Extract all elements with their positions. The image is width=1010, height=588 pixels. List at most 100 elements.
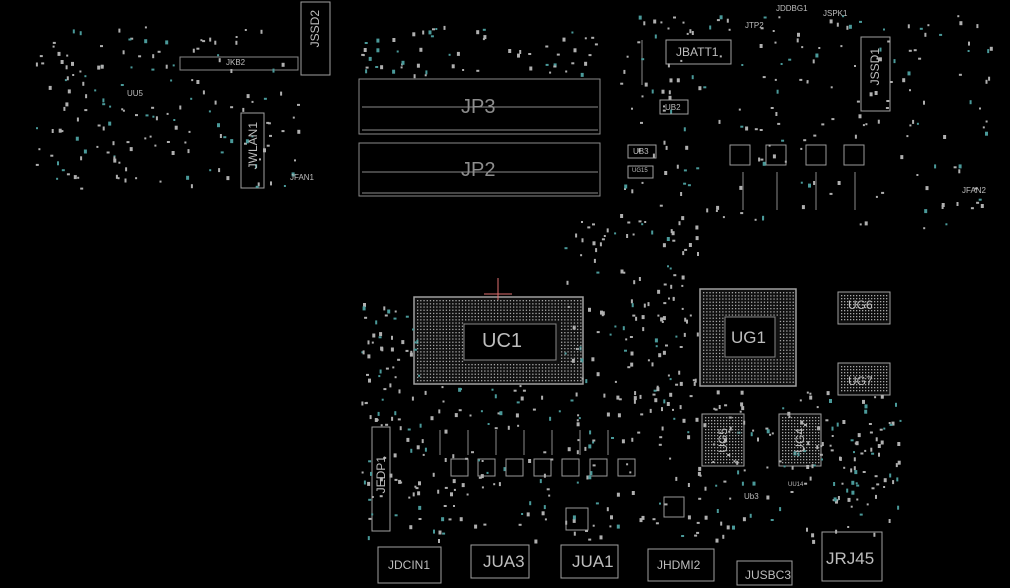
bga-ball	[461, 325, 464, 327]
bga-ball	[783, 368, 785, 371]
bga-ball	[853, 304, 855, 306]
bga-ball	[564, 335, 566, 337]
uu14-label: UU14	[788, 482, 804, 488]
bga-ball	[493, 319, 496, 321]
pcb-speck	[124, 178, 127, 183]
bga-ball	[545, 306, 547, 308]
bga-ball	[732, 429, 734, 431]
bga-ball	[439, 316, 441, 318]
bga-ball	[812, 447, 814, 449]
bga-ball	[564, 312, 566, 315]
bga-ball	[792, 381, 794, 383]
bga-ball	[551, 364, 553, 366]
bga-ball	[706, 317, 708, 319]
pcb-speck	[190, 184, 193, 189]
pcb-speck	[565, 70, 568, 73]
bga-ball	[570, 370, 572, 372]
pcb-speck	[759, 129, 763, 131]
pcb-speck	[397, 358, 401, 361]
bga-ball	[731, 375, 734, 377]
pcb-speck	[658, 353, 662, 358]
pcb-speck	[66, 54, 69, 57]
bga-ball	[767, 365, 769, 367]
bga-ball	[506, 319, 508, 321]
bga-ball	[776, 375, 778, 377]
bga-ball	[442, 322, 444, 324]
bga-ball	[883, 390, 885, 392]
bga-ball	[754, 365, 756, 367]
bga-ball	[797, 441, 799, 443]
pcb-speck	[654, 34, 657, 39]
pcb-speck	[943, 135, 947, 139]
bga-ball	[874, 295, 876, 297]
bga-ball	[880, 304, 882, 306]
pcb-speck	[976, 201, 980, 204]
bga-ball	[785, 417, 787, 419]
bga-ball	[783, 343, 785, 345]
bga-ball	[731, 295, 734, 297]
bga-ball	[417, 306, 419, 308]
bga-ball	[751, 298, 753, 300]
bga-ball	[735, 432, 737, 434]
pcb-speck	[172, 64, 175, 67]
bga-ball	[429, 364, 432, 366]
bga-ball	[420, 322, 422, 324]
pcb-speck	[696, 332, 699, 337]
bga-ball	[445, 300, 448, 302]
bga-ball	[561, 341, 563, 343]
pcb-speck	[925, 186, 929, 191]
bga-ball	[735, 295, 737, 297]
bga-ball	[844, 319, 846, 321]
bga-ball	[455, 322, 457, 324]
bga-ball	[538, 309, 540, 311]
pcb-speck	[985, 120, 988, 123]
bga-ball	[779, 340, 782, 342]
bga-ball	[789, 346, 791, 348]
bga-ball	[776, 298, 778, 300]
bga-ball	[797, 447, 799, 449]
pcb-speck	[743, 469, 746, 472]
pcb-speck	[716, 509, 719, 513]
bga-ball	[711, 459, 713, 461]
bga-ball	[439, 370, 441, 372]
bga-ball	[862, 319, 864, 321]
bga-ball	[551, 303, 553, 305]
bga-ball	[436, 306, 438, 308]
pcb-speck	[770, 107, 774, 109]
bga-ball	[439, 367, 441, 369]
bga-ball	[791, 450, 793, 452]
bga-ball	[709, 311, 711, 313]
bga-ball	[529, 376, 531, 379]
bga-ball	[442, 316, 444, 318]
bga-ball	[732, 450, 734, 452]
bga-ball	[738, 453, 740, 455]
bga-ball	[728, 295, 730, 297]
bga-ball	[786, 336, 788, 339]
bga-ball	[513, 300, 515, 302]
bga-ball	[535, 306, 537, 308]
bga-ball	[551, 316, 553, 318]
bga-ball	[779, 381, 782, 383]
pcb-speck	[803, 139, 807, 142]
bga-ball	[703, 340, 705, 342]
bga-ball	[728, 308, 730, 310]
bga-ball	[803, 417, 805, 419]
bga-ball	[722, 343, 724, 345]
pcb-speck	[762, 76, 766, 79]
pcb-speck	[592, 441, 595, 444]
pcb-speck	[855, 441, 859, 446]
bga-ball	[794, 450, 796, 452]
bga-ball	[538, 380, 540, 382]
pcb-speck	[259, 158, 261, 161]
bga-ball	[455, 328, 457, 331]
bga-ball	[436, 332, 438, 334]
bga-ball	[757, 314, 759, 316]
pcb-speck	[543, 451, 547, 454]
bga-ball	[789, 320, 791, 323]
pcb-speck	[662, 109, 666, 112]
bga-ball	[788, 450, 790, 452]
bga-ball	[720, 459, 722, 461]
bga-ball	[535, 309, 537, 311]
bga-ball	[708, 441, 710, 443]
bga-ball	[564, 351, 566, 353]
